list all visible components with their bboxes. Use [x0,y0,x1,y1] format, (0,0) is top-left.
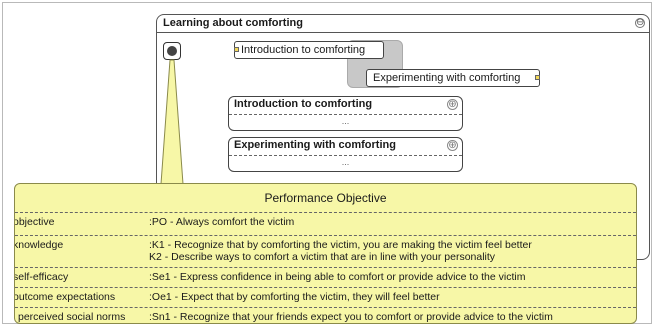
po-label: self-efficacy [14,271,69,283]
process-divider [157,32,649,33]
lane-title: Introduction to comforting [234,98,373,110]
po-row-objective: objective :PO - Always comfort the victi… [15,212,636,235]
po-value: :PO - Always comfort the victim [149,213,636,228]
start-dot-icon [167,46,177,56]
collapse-icon[interactable]: ⊖ [635,17,645,28]
po-value-line: :Oe1 - Expect that by comforting the vic… [149,291,440,303]
task-label: Introduction to comforting [241,44,366,56]
po-value: :Se1 - Express confidence in being able … [149,268,636,283]
lane-divider [229,114,462,115]
po-value-line: :Se1 - Express confidence in being able … [149,271,526,283]
lane-introduction[interactable]: Introduction to comforting ⊕ ... [228,96,463,131]
lane-title: Experimenting with comforting [234,139,396,151]
performance-objective-panel[interactable]: Performance Objective objective :PO - Al… [14,183,637,324]
process-title: Learning about comforting [163,17,303,29]
po-value-line: K2 - Describe ways to comfort a victim t… [149,251,496,263]
task-introduction[interactable]: Introduction to comforting [234,41,384,59]
po-value-line: :PO - Always comfort the victim [149,216,295,228]
task-label: Experimenting with comforting [373,72,521,84]
lane-experimenting[interactable]: Experimenting with comforting ⊕ ... [228,137,463,172]
lane-placeholder: ... [341,116,350,126]
lane-divider [229,155,462,156]
po-row-knowledge: knowledge :K1 - Recognize that by comfor… [15,235,636,267]
po-row-outcome-expectations: outcome expectations :Oe1 - Expect that … [15,287,636,307]
po-title: Performance Objective [264,191,387,205]
po-label: objective [14,216,55,228]
expand-icon[interactable]: ⊕ [447,99,458,110]
po-row-social-norms: perceived social norms :Sn1 - Recognize … [15,307,636,323]
po-value: :Oe1 - Expect that by comforting the vic… [149,288,636,303]
po-row-self-efficacy: self-efficacy :Se1 - Express confidence … [15,267,636,287]
task-port-icon [535,75,540,80]
expand-icon[interactable]: ⊕ [447,140,458,151]
task-experimenting[interactable]: Experimenting with comforting [366,69,540,87]
po-value: :K1 - Recognize that by comforting the v… [149,236,636,263]
po-label: outcome expectations [14,291,116,303]
po-label: perceived social norms [18,311,126,323]
lane-placeholder: ... [341,157,350,167]
po-value-line: :Sn1 - Recognize that your friends expec… [149,311,553,323]
task-port-icon [234,47,239,52]
po-value: :Sn1 - Recognize that your friends expec… [149,308,636,323]
po-label: knowledge [14,239,64,251]
po-value-line: :K1 - Recognize that by comforting the v… [149,239,532,251]
